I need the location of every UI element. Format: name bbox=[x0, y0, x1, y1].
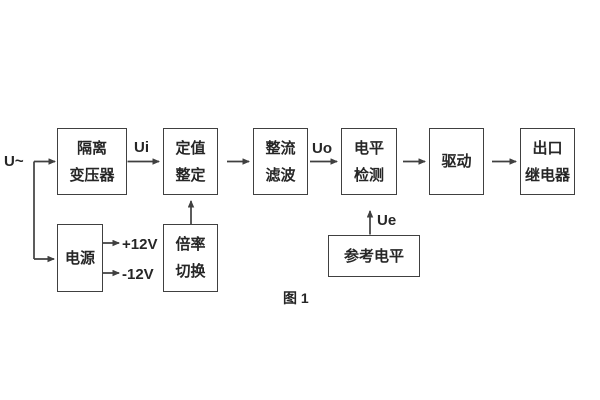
block-label: 电源 bbox=[64, 249, 95, 267]
figure-caption: 图 1 bbox=[283, 290, 309, 306]
block-label-line1: 定值 bbox=[175, 139, 206, 157]
block-label-line2: 切换 bbox=[175, 263, 206, 280]
block-label-line2: 变压器 bbox=[69, 166, 115, 184]
block-power-supply: 电源 bbox=[57, 224, 103, 292]
block-setting-adjust: 定值 整定 bbox=[163, 128, 218, 195]
signal-plus12v-label: +12V bbox=[122, 236, 158, 253]
block-label-line2: 整定 bbox=[175, 166, 206, 184]
block-rectifier-filter: 整流 滤波 bbox=[253, 128, 308, 195]
block-label-line1: 电平 bbox=[353, 139, 384, 157]
block-label-line1: 隔离 bbox=[76, 139, 107, 157]
signal-uo-label: Uo bbox=[312, 140, 332, 157]
block-label-line1: 出口 bbox=[532, 139, 563, 157]
signal-minus12v-label: -12V bbox=[122, 266, 154, 283]
block-label-line2: 滤波 bbox=[265, 166, 296, 184]
block-drive: 驱动 bbox=[429, 128, 484, 195]
block-label-line2: 继电器 bbox=[524, 166, 570, 184]
signal-ue-label: Ue bbox=[377, 212, 397, 229]
block-label-line1: 整流 bbox=[265, 139, 296, 157]
block-isolation-transformer: 隔离 变压器 bbox=[57, 128, 127, 195]
block-label: 驱动 bbox=[441, 153, 472, 170]
signal-input-label: U~ bbox=[4, 153, 24, 170]
signal-ui-label: Ui bbox=[134, 139, 149, 156]
block-level-detect: 电平 检测 bbox=[341, 128, 397, 195]
block-ratio-switch: 倍率 切换 bbox=[163, 224, 218, 292]
block-reference-level: 参考电平 bbox=[328, 235, 420, 277]
block-output-relay: 出口 继电器 bbox=[520, 128, 575, 195]
block-label: 参考电平 bbox=[343, 247, 404, 265]
block-label-line2: 检测 bbox=[353, 166, 384, 184]
block-label-line1: 倍率 bbox=[175, 236, 206, 253]
